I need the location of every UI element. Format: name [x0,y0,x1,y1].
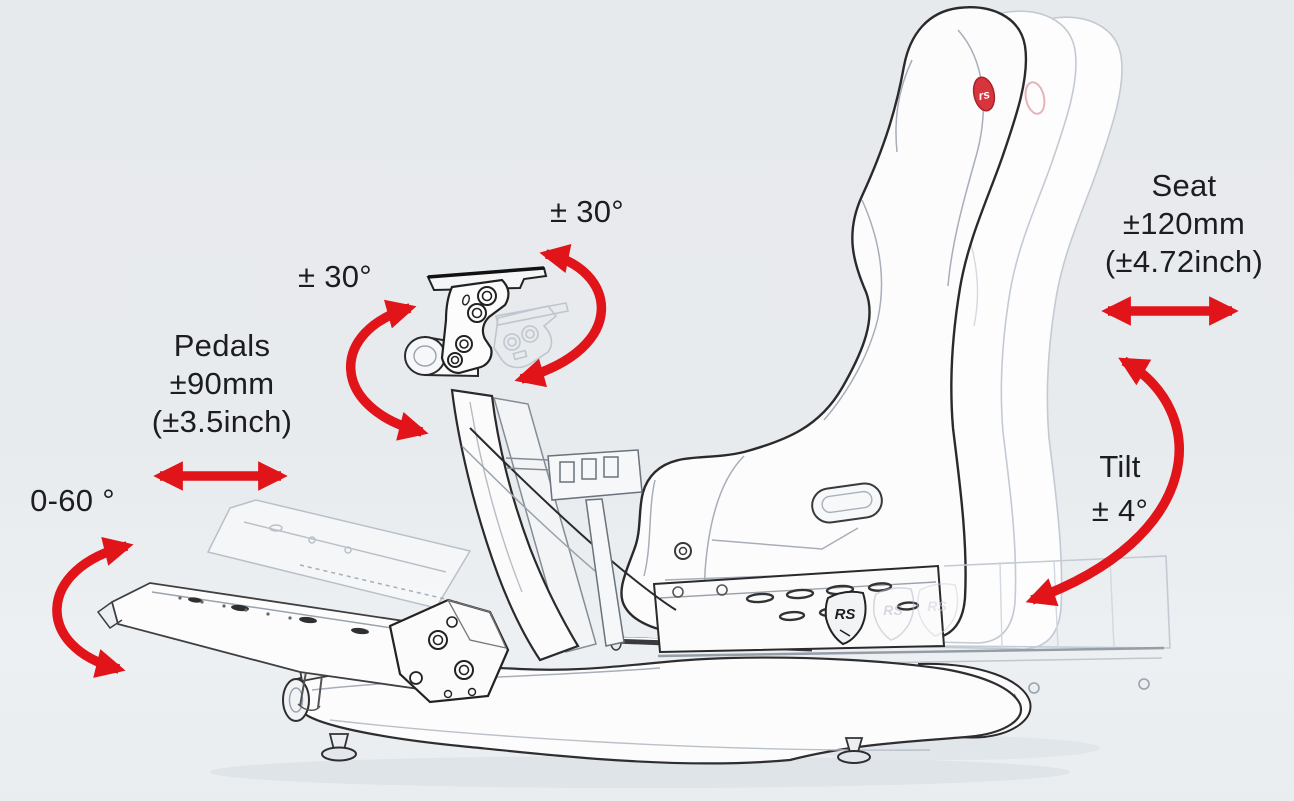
shifter-bracket [505,449,643,647]
seat-travel-title: Seat [1151,168,1217,203]
pedals-travel-title: Pedals [173,328,271,363]
pedals-travel-metric: ±90mm [169,366,275,401]
pedal-angle-arrow [52,537,134,678]
svg-text:RS: RS [835,606,856,623]
wheel-rotation-front-arrow [346,299,429,441]
svg-text:rs: rs [977,87,991,103]
seat-tilt-value: ± 4° [1091,493,1149,528]
seat-travel-metric: ±120mm [1122,206,1246,241]
wheel-mount [426,266,569,375]
seat-tilt-label: Tilt ± 4° [1020,445,1220,533]
wheel-mount-ghost [493,302,569,369]
tilt-arrow [1025,356,1184,607]
pedal-angle-label: 0-60 ° [30,483,115,518]
seat-travel-imperial: (±4.72inch) [1104,244,1264,279]
seat-travel-label: Seat ±120mm (±4.72inch) [1059,167,1294,281]
seat-base-bracket: RS RS RS [652,564,959,654]
pedal-plate-ghost [206,499,472,609]
seat-tilt-title: Tilt [1099,449,1141,484]
wheel-rotation-top-arrow [514,243,607,388]
wheel-rotation-top-label: ± 30° [549,194,624,229]
pedal-pivot-bracket [388,598,510,704]
base-logo-ghost: RS RS [872,583,959,641]
svg-text:RS: RS [883,602,903,618]
wheel-post [404,335,677,662]
annotation-arrows [52,243,1239,678]
headrest-logo: rs [972,76,996,112]
pedal-deck [96,499,510,711]
pedals-travel-imperial: (±3.5inch) [151,404,293,439]
pedals-travel-label: Pedals ±90mm (±3.5inch) [97,327,347,441]
wheel-rotation-front-label: ± 30° [297,259,372,294]
svg-text:RS: RS [927,598,947,614]
base-logo: RS [824,590,867,646]
